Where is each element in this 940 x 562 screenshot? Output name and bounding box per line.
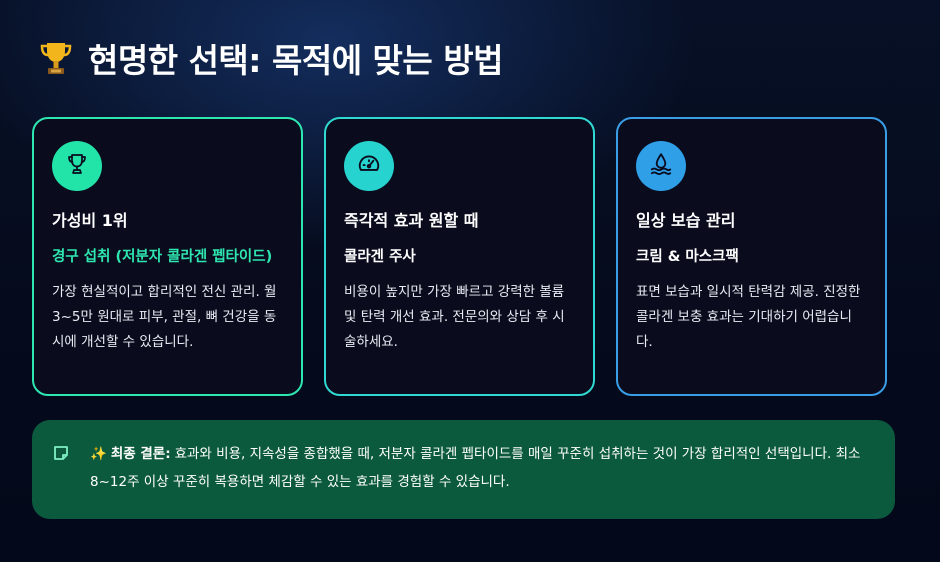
water-drop-icon xyxy=(648,151,674,181)
card-icon-badge xyxy=(344,141,394,191)
conclusion-body: 효과와 비용, 지속성을 종합했을 때, 저분자 콜라겐 펩타이드를 매일 꾸준… xyxy=(90,446,861,490)
final-conclusion-box: ✨최종 결론:효과와 비용, 지속성을 종합했을 때, 저분자 콜라겐 펩타이드… xyxy=(32,420,895,519)
card-icon-badge xyxy=(52,141,102,191)
note-icon xyxy=(52,444,70,462)
card-subtitle: 경구 섭취 (저분자 콜라겐 펩타이드) xyxy=(52,249,273,265)
conclusion-text: ✨최종 결론:효과와 비용, 지속성을 종합했을 때, 저분자 콜라겐 펩타이드… xyxy=(90,440,875,496)
card-description: 비용이 높지만 가장 빠르고 강력한 볼륨 및 탄력 개선 효과. 전문의와 상… xyxy=(344,284,565,350)
card-title: 가성비 1위 xyxy=(52,211,128,230)
card-subtitle: 콜라겐 주사 xyxy=(344,249,416,265)
trophy-icon xyxy=(38,38,74,78)
card-value-best: 가성비 1위 경구 섭취 (저분자 콜라겐 펩타이드) 가장 현실적이고 합리적… xyxy=(32,117,303,396)
card-title: 즉각적 효과 원할 때 xyxy=(344,211,479,230)
page-title: 현명한 선택: 목적에 맞는 방법 xyxy=(88,41,503,80)
card-description: 가장 현실적이고 합리적인 전신 관리. 월 3~5만 원대로 피부, 관절, … xyxy=(52,284,277,350)
card-icon-badge xyxy=(636,141,686,191)
option-cards: 가성비 1위 경구 섭취 (저분자 콜라겐 펩타이드) 가장 현실적이고 합리적… xyxy=(32,117,887,396)
trophy-icon xyxy=(65,152,89,180)
card-title: 일상 보습 관리 xyxy=(636,211,736,230)
page-header: 현명한 선택: 목적에 맞는 방법 xyxy=(38,34,503,82)
sparkle-icon: ✨ xyxy=(90,446,107,462)
card-daily-moisture: 일상 보습 관리 크림 & 마스크팩 표면 보습과 일시적 탄력감 제공. 진정… xyxy=(616,117,887,396)
card-subtitle: 크림 & 마스크팩 xyxy=(636,249,739,265)
speedometer-icon xyxy=(356,151,382,181)
card-immediate-effect: 즉각적 효과 원할 때 콜라겐 주사 비용이 높지만 가장 빠르고 강력한 볼륨… xyxy=(324,117,595,396)
conclusion-label: 최종 결론: xyxy=(110,446,171,462)
card-description: 표면 보습과 일시적 탄력감 제공. 진정한 콜라겐 보충 효과는 기대하기 어… xyxy=(636,284,861,350)
